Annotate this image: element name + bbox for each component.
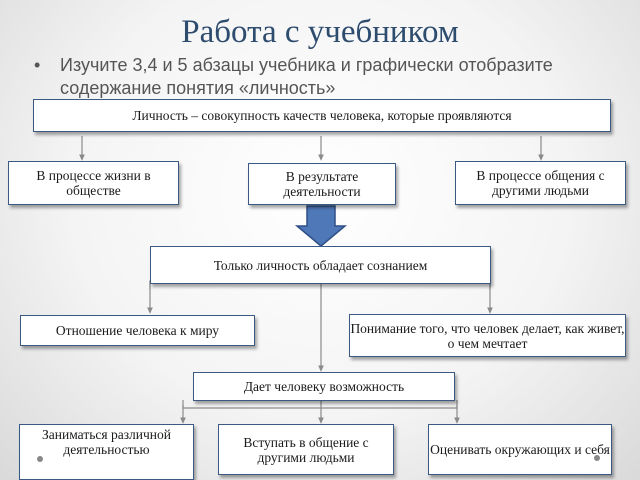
context-activity-box: В результате деятельности xyxy=(248,163,396,205)
instruction-text: Изучите 3,4 и 5 абзацы учебника и графич… xyxy=(60,55,553,98)
possibility-activity-box: Заниматься различной деятельностью xyxy=(19,424,194,480)
slide-title: Работа с учебником xyxy=(181,14,459,50)
bullet-marker: • xyxy=(34,55,41,75)
understanding-box: Понимание того, что человек делает, как … xyxy=(349,314,626,357)
possibility-box: Дает человеку возможность xyxy=(193,372,455,401)
connector-possibility-branch xyxy=(182,400,458,409)
context-communication-box: В процессе общения с другими людьми xyxy=(455,161,626,205)
consciousness-box: Только личность обладает сознанием xyxy=(150,246,491,284)
attitude-box: Отношение человека к миру xyxy=(20,315,255,346)
context-life-box: В процессе жизни в обществе xyxy=(8,161,179,205)
possibility-evaluation-box: Оценивать окружающих и себя xyxy=(428,424,612,475)
definition-box: Личность – совокупность качеств человека… xyxy=(33,99,611,132)
possibility-communication-box: Вступать в общение с другими людьми xyxy=(218,424,394,475)
decorative-dot-left xyxy=(37,456,43,462)
down-arrow-icon xyxy=(294,205,348,247)
decorative-dot-right xyxy=(594,455,600,461)
instruction-bullet: • Изучите 3,4 и 5 абзацы учебника и граф… xyxy=(34,54,624,100)
